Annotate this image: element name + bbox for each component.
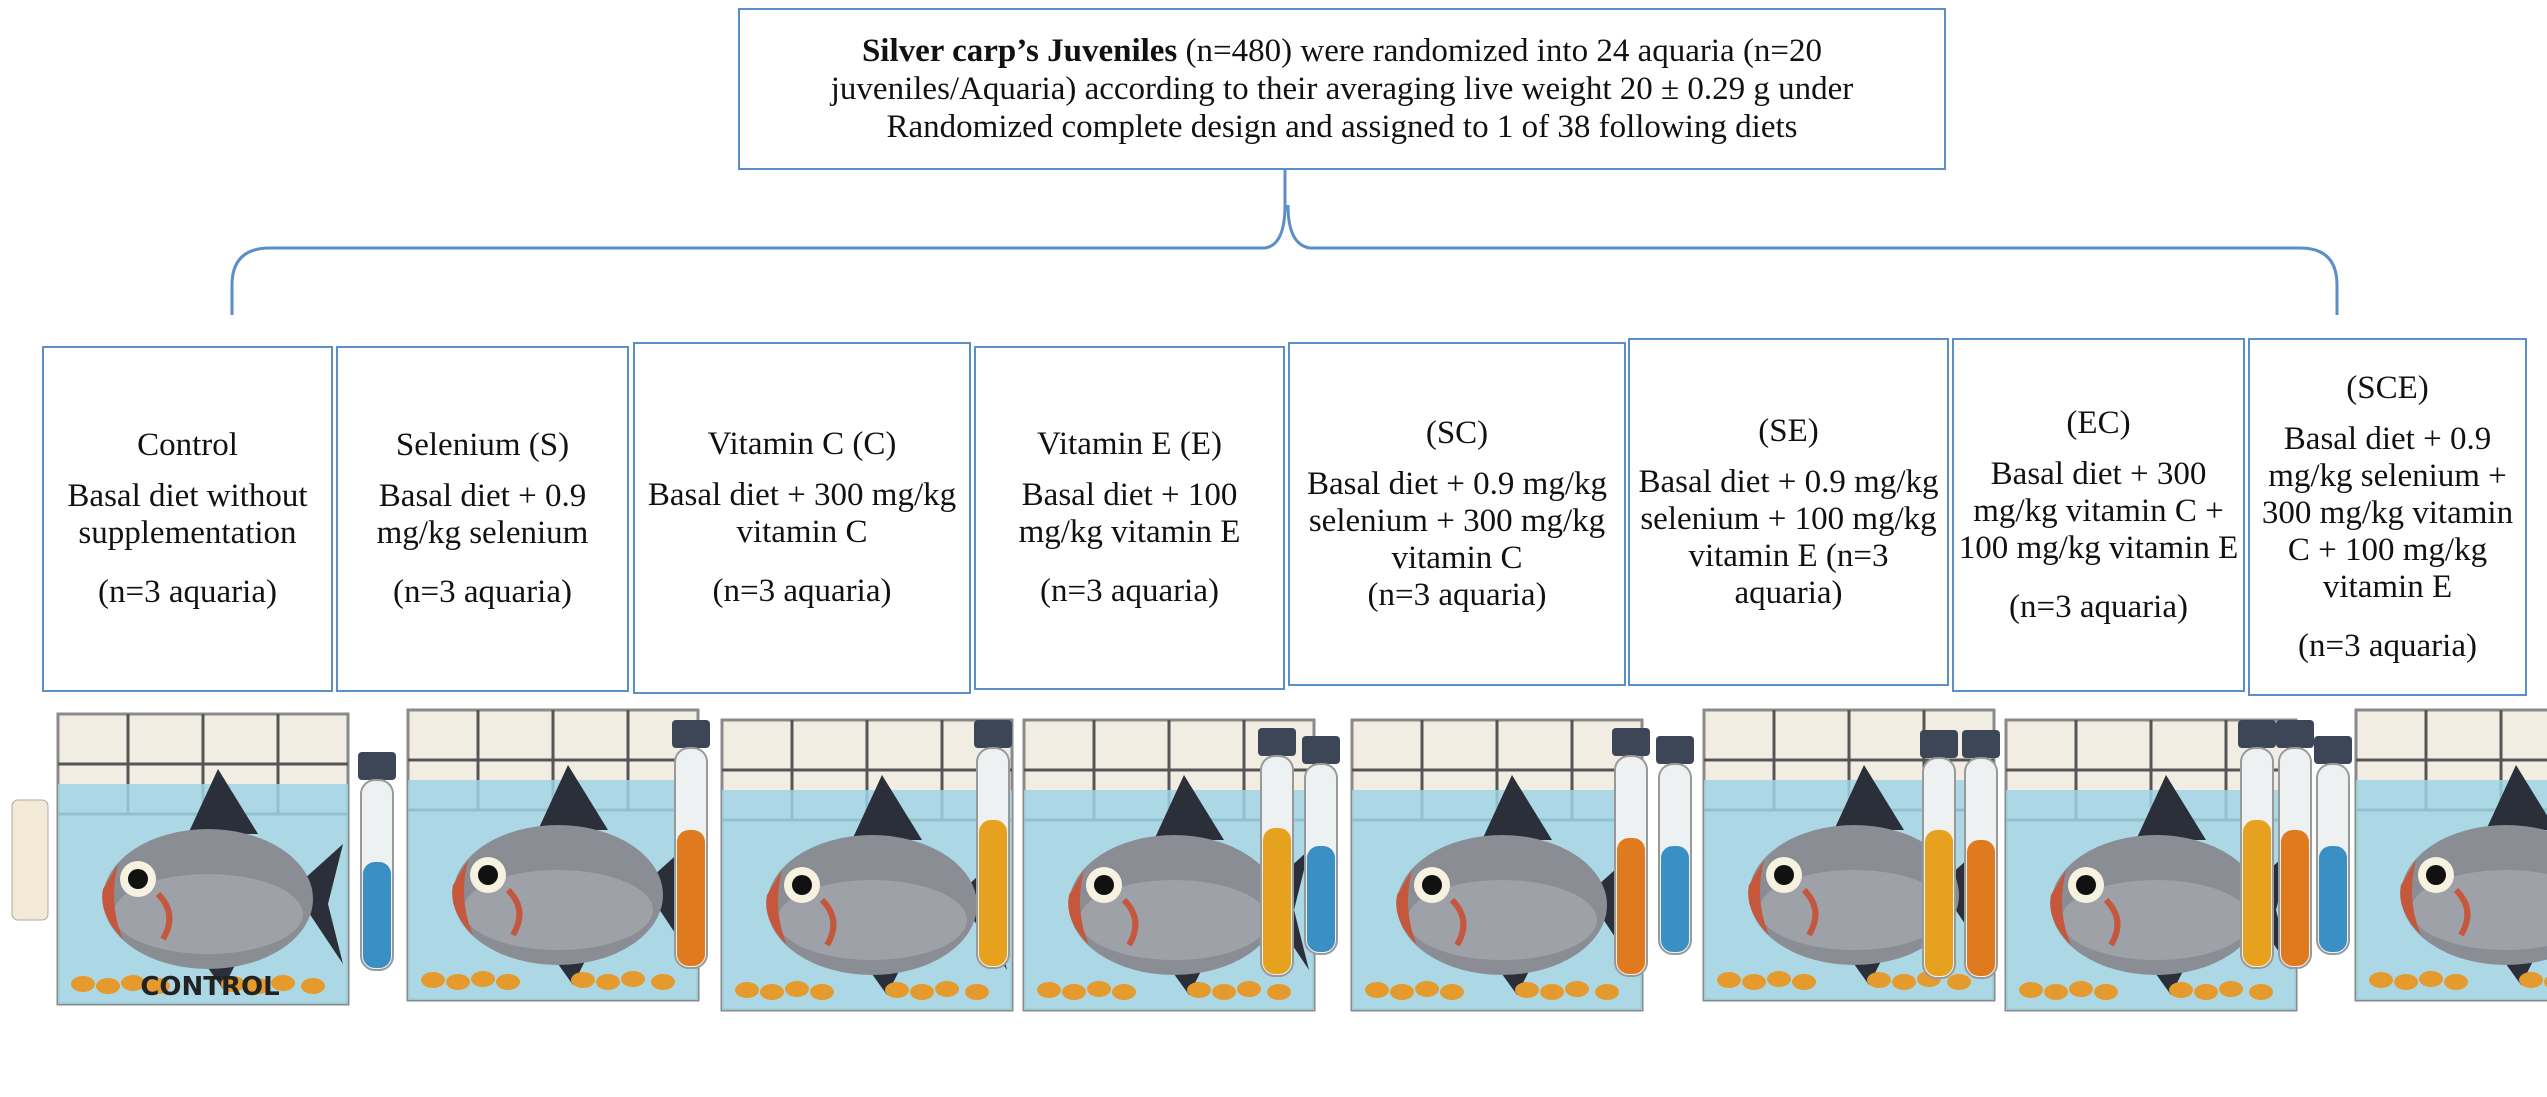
tube-ec-amber [1919, 729, 1959, 979]
tube-sce-amber [2237, 719, 2277, 969]
treatment-description: Basal diet + 0.9 mg/kg selenium + 300 mg… [1307, 465, 1607, 576]
treatment-description: Basal diet without supplementation [67, 478, 308, 551]
treatment-title: Vitamin C (C) [707, 426, 897, 462]
aquarium-selenium [408, 710, 698, 1000]
treatment-title: Control [137, 427, 238, 463]
aquarium-sc [1352, 720, 1642, 1010]
treatment-aquaria-count: (n=3 aquaria) [712, 573, 892, 609]
tube-sc-amber [1257, 727, 1297, 977]
treatment-title: Selenium (S) [395, 427, 570, 463]
treatment-aquaria-count: (n=3 aquaria) [1040, 573, 1219, 609]
bracket-left-branch [230, 170, 1287, 315]
treatment-aquaria-count: (n=3 aquaria) [2009, 588, 2188, 625]
tube-sc-blue [1301, 735, 1341, 955]
treatment-box-sce: (SCE) Basal diet + 0.9 mg/kg selenium + … [2248, 338, 2527, 696]
treatment-title: (EC) [2066, 404, 2131, 441]
treatment-box-control: Control Basal diet without supplementati… [42, 346, 333, 692]
treatment-box-ec: (EC) Basal diet + 300 mg/kg vitamin C + … [1952, 338, 2245, 692]
treatment-box-se: (SE) Basal diet + 0.9 mg/kg selenium + 1… [1628, 338, 1949, 686]
treatment-description: Basal diet + 0.9 mg/kg selenium + 100 mg… [1638, 463, 1939, 611]
treatment-title: (SC) [1425, 414, 1489, 451]
bracket-right-branch [1286, 204, 2339, 315]
treatment-title: Vitamin E (E) [1037, 426, 1222, 462]
treatment-description: Basal diet + 300 mg/kg vitamin C [647, 477, 957, 550]
treatment-aquaria-count: (n=3 aquaria) [98, 574, 277, 610]
tube-selenium [357, 751, 397, 971]
connector-bracket [230, 170, 2339, 315]
treatment-description: Basal diet + 0.9 mg/kg selenium + 300 mg… [2261, 420, 2514, 605]
tube-sce-orange [2275, 719, 2315, 969]
treatment-box-selenium: Selenium (S) Basal diet + 0.9 mg/kg sele… [336, 346, 629, 692]
treatment-aquaria-count: (n=3 aquaria) [2298, 627, 2477, 664]
treatment-title: (SCE) [2346, 369, 2429, 406]
tube-se-orange [1611, 727, 1651, 977]
aquarium-control [58, 714, 348, 1004]
treatment-box-vitamin-e: Vitamin E (E) Basal diet + 100 mg/kg vit… [974, 346, 1285, 690]
aquarium-vitamin-c [722, 720, 1012, 1010]
aquarium-sce [2356, 710, 2547, 1000]
treatment-description: Basal diet + 300 mg/kg vitamin C + 100 m… [1958, 455, 2239, 566]
header-bold-subject: Silver carp’s Juveniles [861, 33, 1178, 69]
tube-se-blue [1655, 735, 1695, 955]
aquaria-illustration: CONTROL [11, 700, 2547, 1090]
tube-vitamin-c [671, 719, 711, 969]
supplement-jar [11, 799, 49, 921]
treatment-box-sc: (SC) Basal diet + 0.9 mg/kg selenium + 3… [1288, 342, 1626, 686]
treatment-description: Basal diet + 100 mg/kg vitamin E [1018, 477, 1241, 550]
tube-sce-blue [2313, 735, 2353, 955]
control-caption: CONTROL [140, 972, 279, 1002]
treatment-aquaria-count: (n=3 aquaria) [393, 574, 572, 610]
treatment-box-vitamin-c: Vitamin C (C) Basal diet + 300 mg/kg vit… [633, 342, 971, 694]
treatment-title: (SE) [1758, 412, 1819, 449]
treatment-description: Basal diet + 0.9 mg/kg selenium [376, 478, 589, 551]
study-design-header: Silver carp’s Juveniles (n=480) were ran… [738, 8, 1946, 170]
tube-vitamin-e [973, 719, 1013, 969]
header-description: (n=480) were randomized into 24 aquaria … [830, 33, 1854, 145]
tube-ec-orange [1961, 729, 2001, 979]
treatment-aquaria-count: (n=3 aquaria) [1367, 576, 1547, 613]
